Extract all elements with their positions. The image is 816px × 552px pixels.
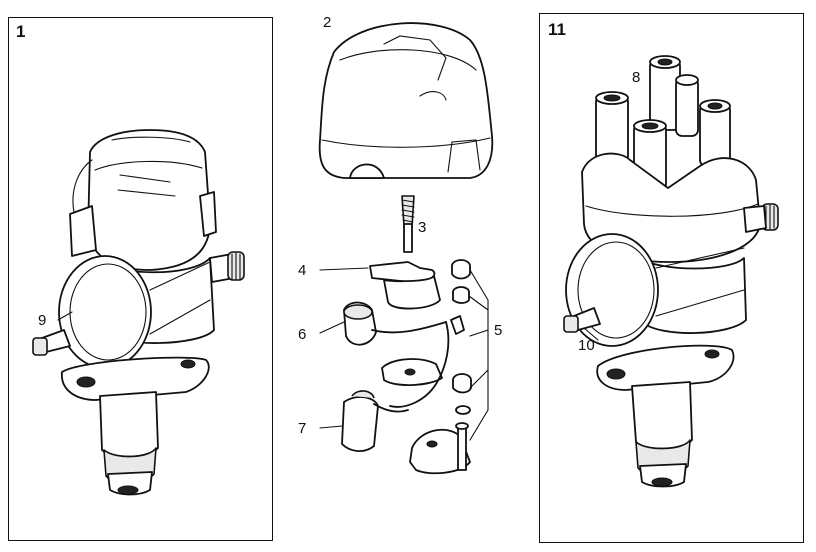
panel-number-left: 1 [16,22,26,41]
callout-4: 4 [298,262,306,279]
distributor-body-icon [32,129,245,496]
callout-8: 8 [632,69,640,86]
distributor-assembled-icon [563,55,779,488]
distributor-cap-icon [318,22,494,179]
callout-6: 6 [298,326,306,343]
callout-5: 5 [494,322,502,339]
callout-2: 2 [323,14,331,31]
callout-3: 3 [418,219,426,236]
callout-7: 7 [298,420,306,437]
panel-number-right: 11 [548,20,566,39]
callout-10: 10 [578,337,595,354]
exploded-parts-icon [341,195,489,475]
callout-9: 9 [38,312,46,329]
